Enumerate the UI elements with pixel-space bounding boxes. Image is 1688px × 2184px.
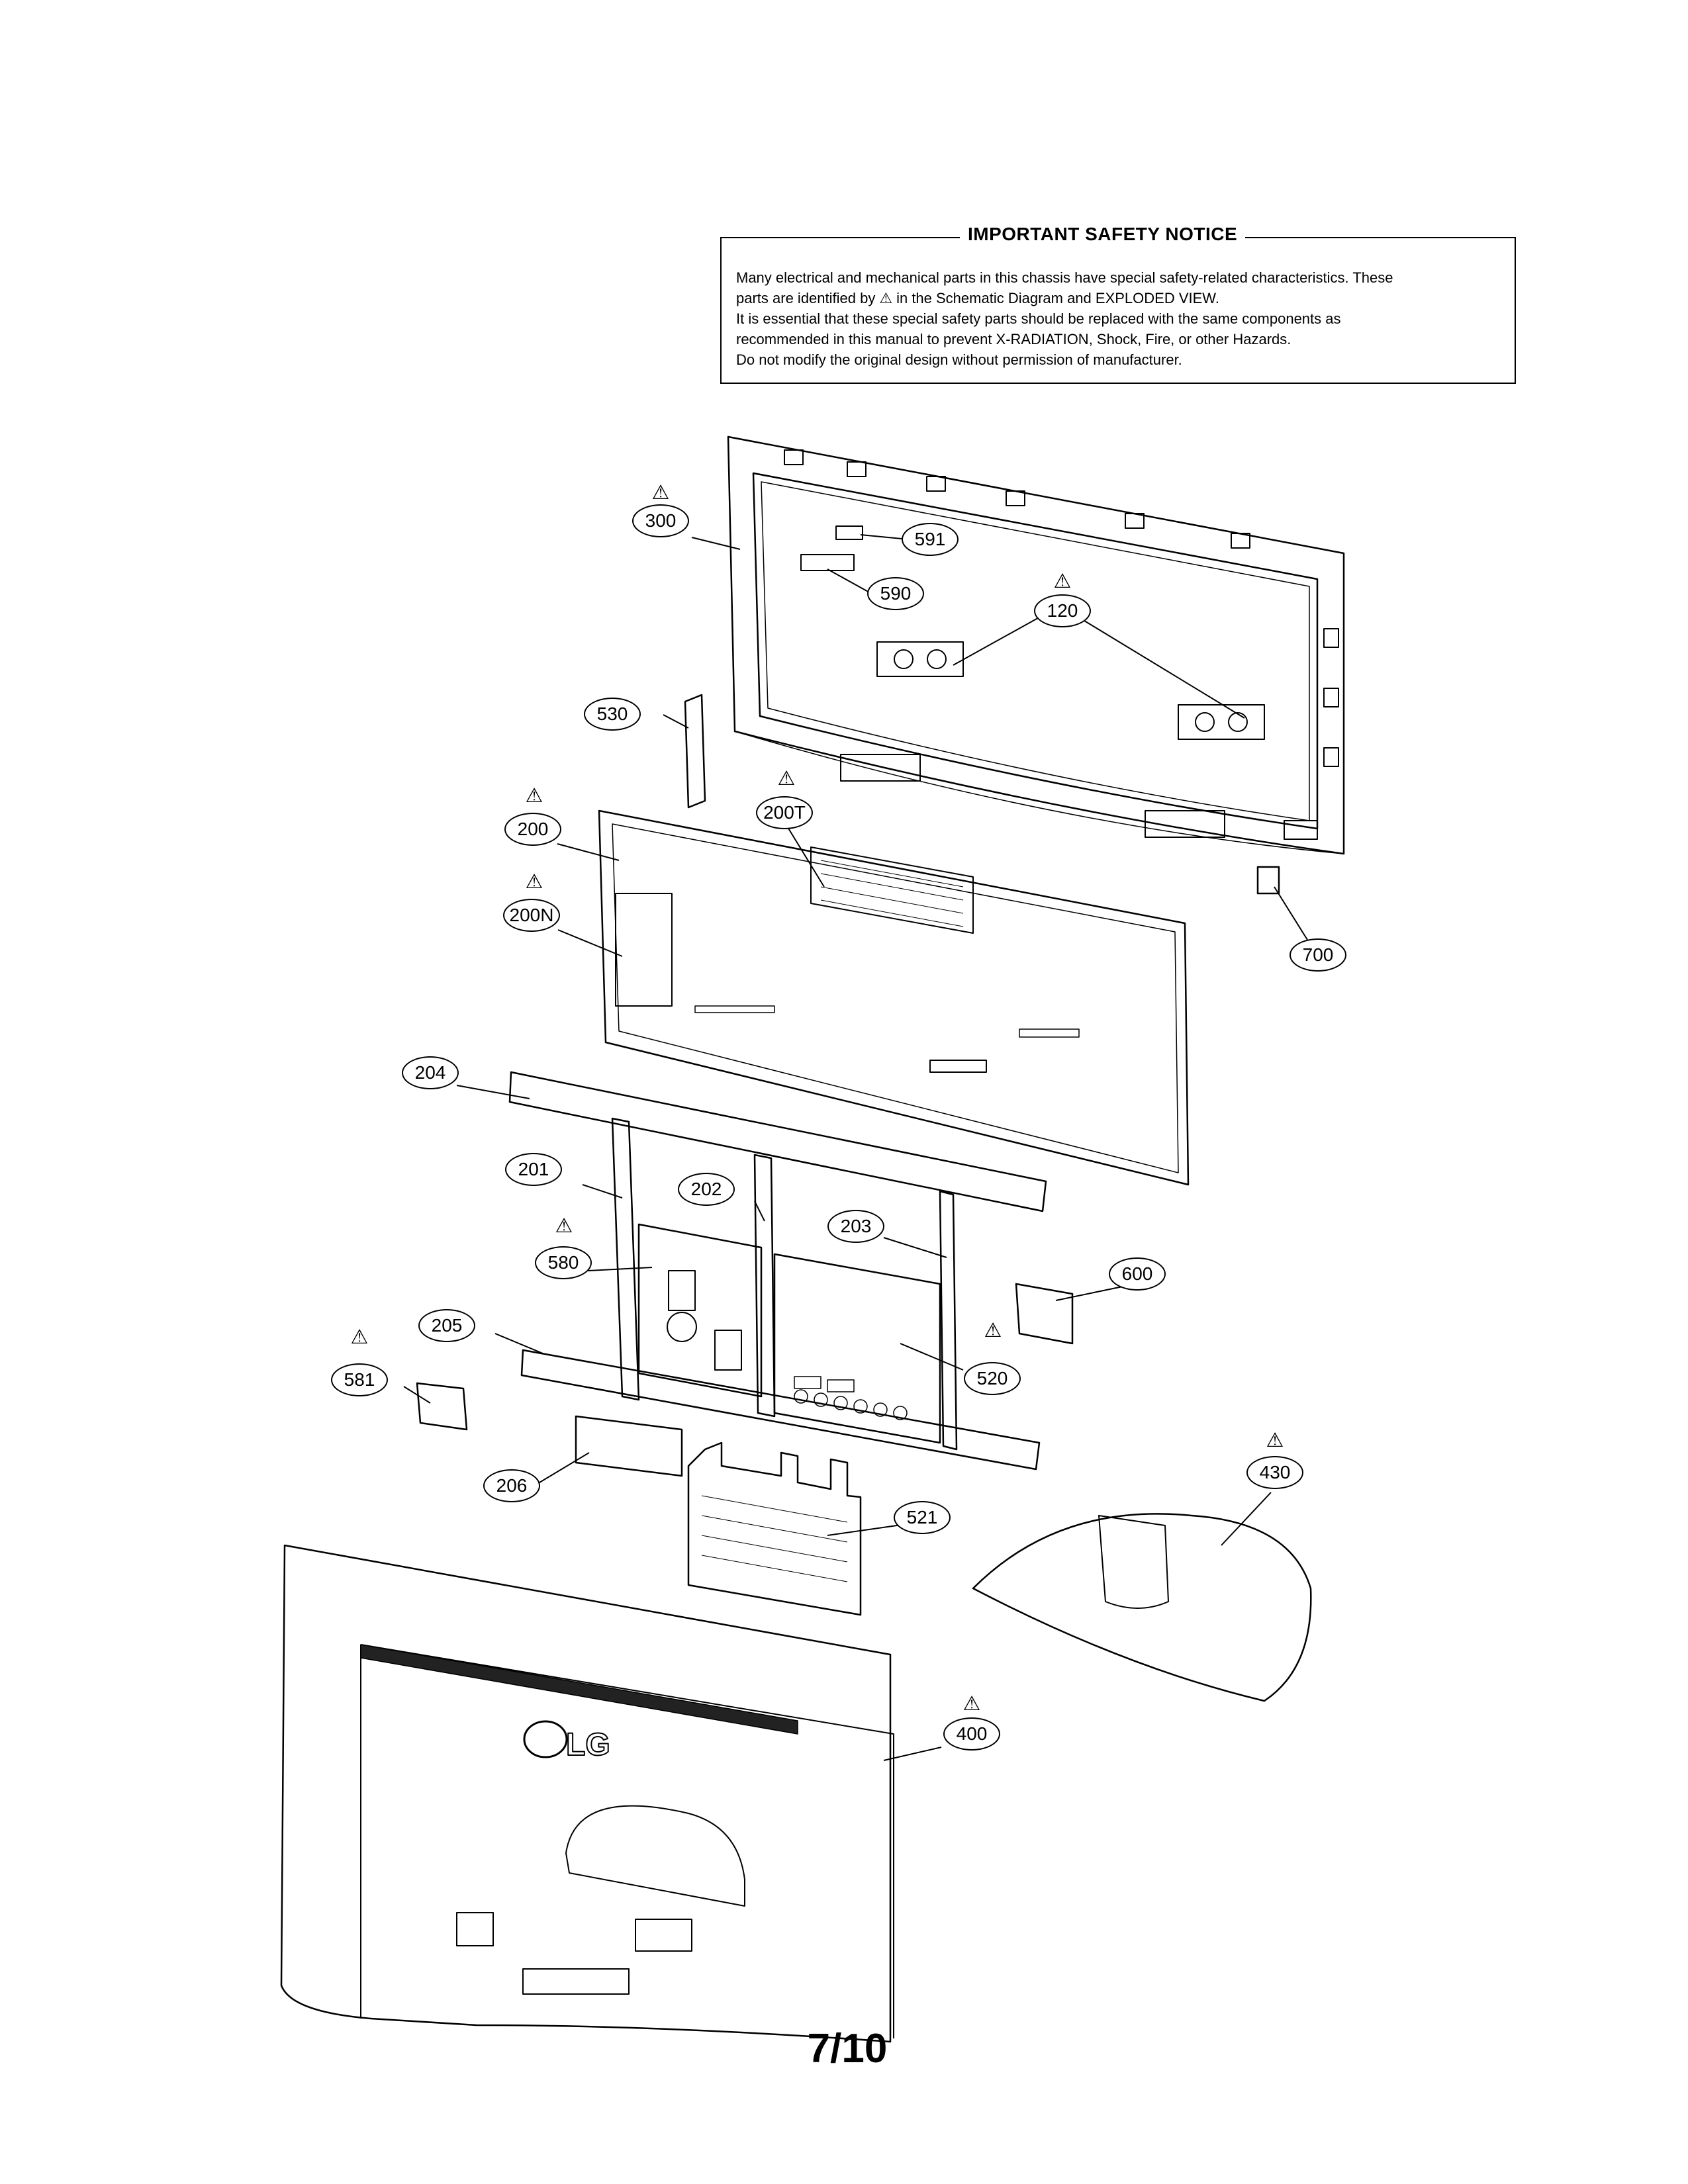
callout-201: 201: [505, 1153, 562, 1186]
callout-581: 581: [331, 1363, 388, 1396]
warning-triangle-icon: ⚠: [651, 481, 670, 504]
speaker-left-part: [876, 641, 964, 677]
front-cabinet-part: [727, 435, 1345, 855]
callout-206: 206: [483, 1469, 540, 1502]
warning-triangle-icon: ⚠: [525, 870, 543, 893]
callout-521: 521: [894, 1501, 951, 1534]
callout-400: 400: [943, 1717, 1000, 1751]
callout-591: 591: [902, 523, 959, 556]
bottom-support-rail-part: [520, 1349, 1041, 1471]
callout-200: 200: [504, 813, 561, 846]
top-support-rail-part: [508, 1071, 1047, 1212]
safety-notice-box: IMPORTANT SAFETY NOTICE Many electrical …: [720, 224, 1516, 384]
bracket-206-part: [575, 1415, 683, 1477]
stand-part: [972, 1513, 1312, 1702]
warning-triangle-icon: ⚠: [962, 1692, 981, 1715]
warning-triangle-icon: ⚠: [777, 767, 796, 790]
callout-520: 520: [964, 1362, 1021, 1395]
callout-300: 300: [632, 504, 689, 537]
notice-line-4: recommended in this manual to prevent X-…: [736, 331, 1291, 347]
warning-triangle-icon: ⚠: [525, 784, 543, 807]
callout-205: 205: [418, 1309, 475, 1342]
warning-triangle-icon: ⚠: [984, 1319, 1002, 1342]
warning-triangle-icon: ⚠: [1053, 570, 1072, 593]
callout-120: 120: [1034, 594, 1091, 627]
callout-200N: 200N: [503, 899, 560, 932]
notice-line-2-post: in the Schematic Diagram and EXPLODED VI…: [896, 290, 1219, 306]
callout-590: 590: [867, 577, 924, 610]
callout-202: 202: [678, 1173, 735, 1206]
power-board-part: [637, 1223, 763, 1398]
warning-triangle-icon: ⚠: [1266, 1429, 1284, 1452]
notice-line-5: Do not modify the original design withou…: [736, 351, 1182, 368]
vertical-brackets-part: [611, 1117, 958, 1451]
notice-line-2-pre: parts are identified by: [736, 290, 876, 306]
notice-line-3: It is essential that these special safet…: [736, 310, 1341, 327]
side-av-bracket-part: [1015, 1283, 1074, 1345]
back-cover-part: [280, 1544, 894, 2043]
callout-430: 430: [1246, 1456, 1303, 1489]
sub-board-581-part: [416, 1382, 468, 1431]
lg-logo-text: LG: [566, 1727, 610, 1762]
main-board-part: [773, 1253, 941, 1444]
callout-600: 600: [1109, 1257, 1166, 1291]
safety-notice-title: IMPORTANT SAFETY NOTICE: [960, 224, 1246, 245]
callout-700: 700: [1289, 938, 1346, 972]
callout-203: 203: [827, 1210, 884, 1243]
warning-triangle-icon: ⚠: [555, 1214, 573, 1238]
warning-triangle-icon: ⚠: [350, 1326, 369, 1349]
speaker-right-part: [1178, 704, 1265, 740]
side-key-board-part: [684, 694, 706, 809]
leader-lines: [403, 534, 1308, 1761]
callout-204: 204: [402, 1056, 459, 1089]
warning-triangle-icon: ⚠: [879, 290, 893, 306]
main-board-shield-part: [687, 1441, 862, 1616]
callout-200T: 200T: [756, 796, 813, 829]
notice-line-1: Many electrical and mechanical parts in …: [736, 269, 1393, 286]
lcd-module-part: [598, 809, 1190, 1186]
callout-530: 530: [584, 698, 641, 731]
notice-line-2: parts are identified by⚠in the Schematic…: [736, 288, 1500, 308]
page-number: 7/10: [807, 2026, 888, 2071]
callout-580: 580: [535, 1246, 592, 1279]
ir-receiver-part: [1256, 866, 1280, 895]
safety-notice-body: Many electrical and mechanical parts in …: [736, 267, 1500, 370]
